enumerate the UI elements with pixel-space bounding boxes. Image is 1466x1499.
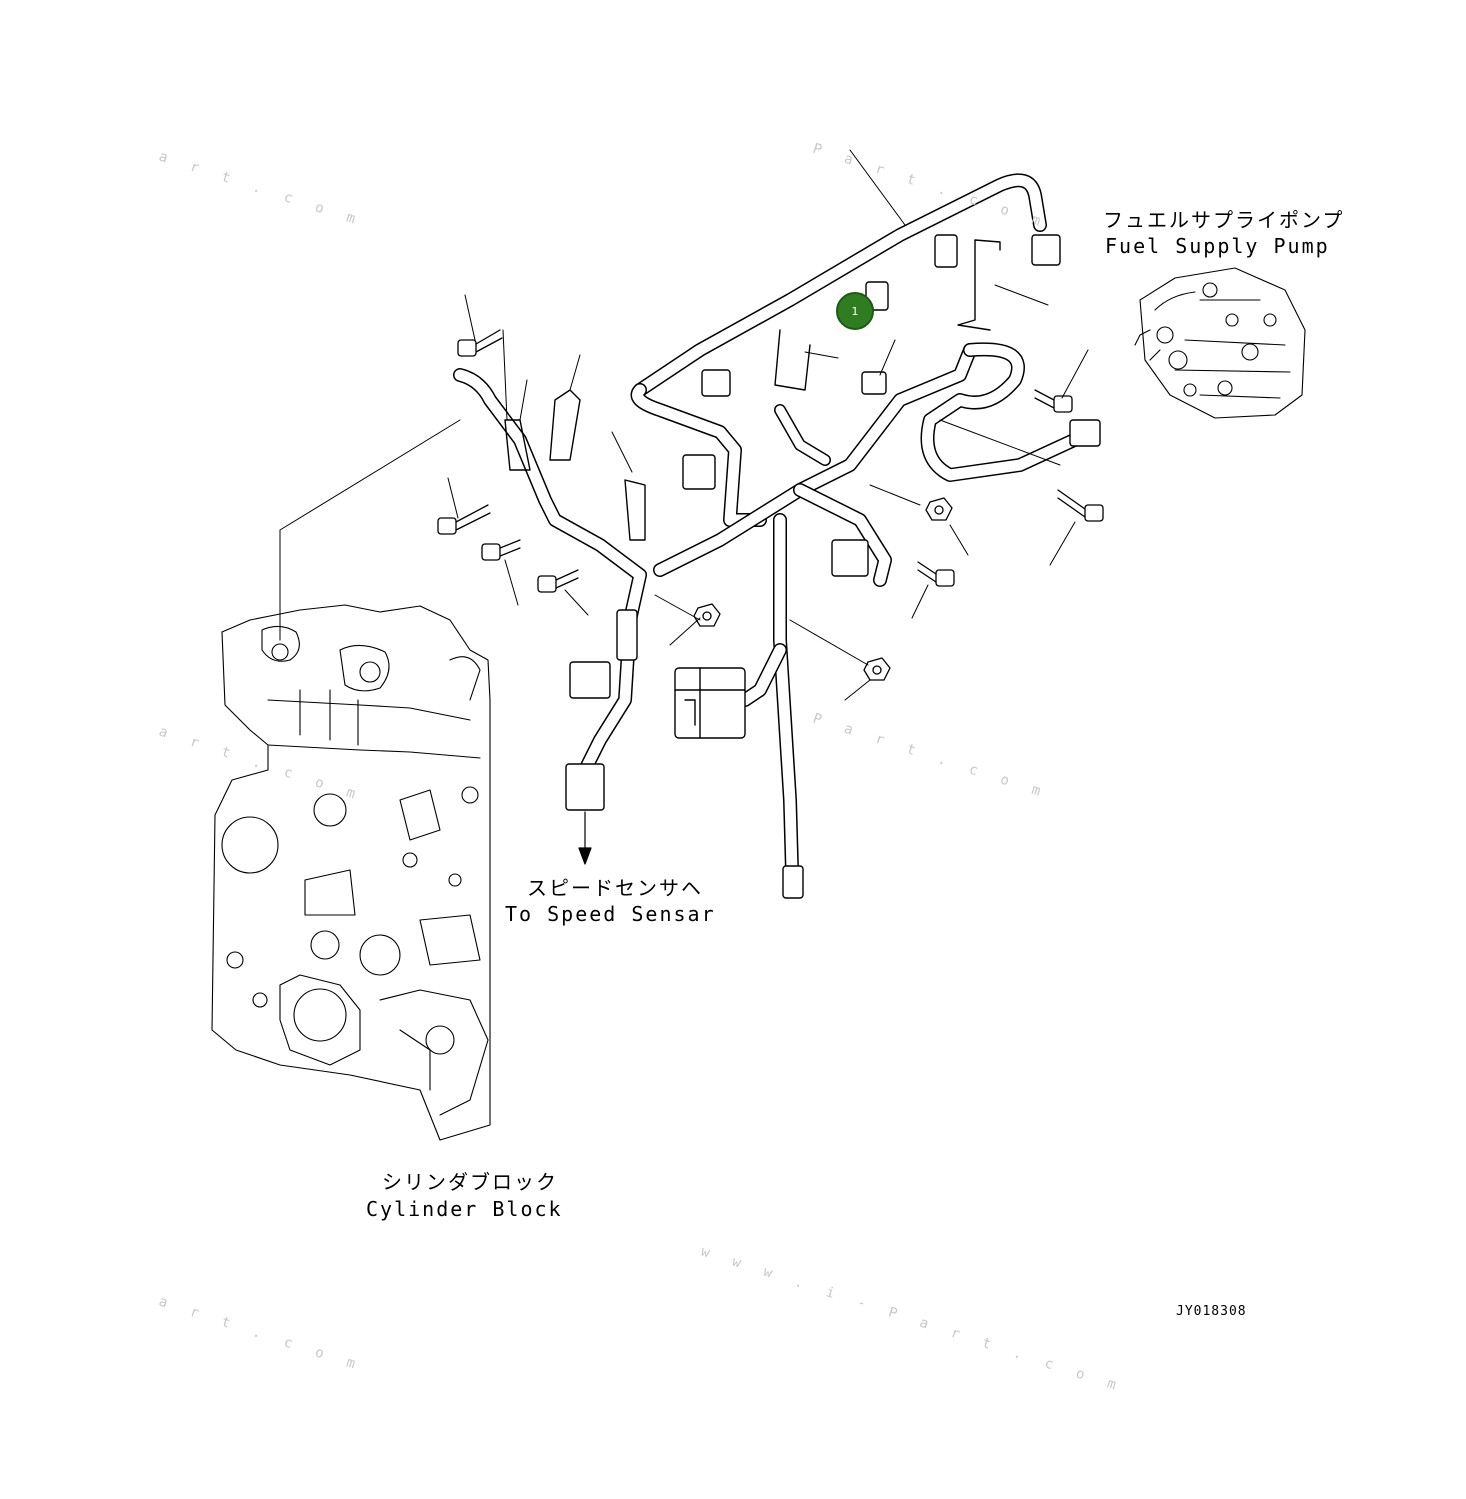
nut	[863, 657, 891, 681]
watermark-text: a r t . c o m	[157, 149, 365, 230]
cylinder-block-illustration	[211, 604, 491, 1141]
fasteners	[437, 329, 1104, 681]
fuel-supply-pump-label-en: Fuel Supply Pump	[1105, 234, 1330, 258]
bolt	[1057, 489, 1104, 522]
bolt	[1034, 389, 1073, 413]
fuel-supply-pump-label-jp: フュエルサプライポンプ	[1103, 208, 1345, 232]
watermark-text: a r t . c o m	[157, 724, 365, 805]
watermark-text: P a r t . c o m	[811, 711, 1050, 802]
main-harness-trunk	[453, 173, 1092, 877]
brackets	[504, 239, 1001, 541]
watermark-text: a r t . c o m	[157, 1294, 365, 1375]
bolt	[537, 569, 579, 593]
bolt	[457, 329, 503, 357]
drawing-code: JY018308	[1176, 1304, 1247, 1319]
harness-connectors	[565, 234, 1101, 899]
leader-lines	[279, 149, 1089, 701]
bolt	[437, 504, 491, 535]
cylinder-block-label-jp: シリンダブロック	[382, 1170, 558, 1194]
nut	[925, 497, 953, 521]
cylinder-block-label-en: Cylinder Block	[366, 1197, 563, 1221]
nut	[693, 603, 721, 627]
speed-sensor-label-jp: スピードセンサヘ	[527, 876, 703, 900]
speed-sensor-label-en: To Speed Sensar	[505, 902, 716, 926]
bolt	[917, 561, 955, 587]
part-callout-1[interactable]: 1	[836, 292, 874, 330]
speed-sensor-arrow	[578, 811, 592, 865]
bolt	[481, 539, 521, 561]
fuel-supply-pump-illustration	[1134, 267, 1306, 419]
watermark-text: w w w . i - P a r t . c o m	[699, 1244, 1126, 1396]
